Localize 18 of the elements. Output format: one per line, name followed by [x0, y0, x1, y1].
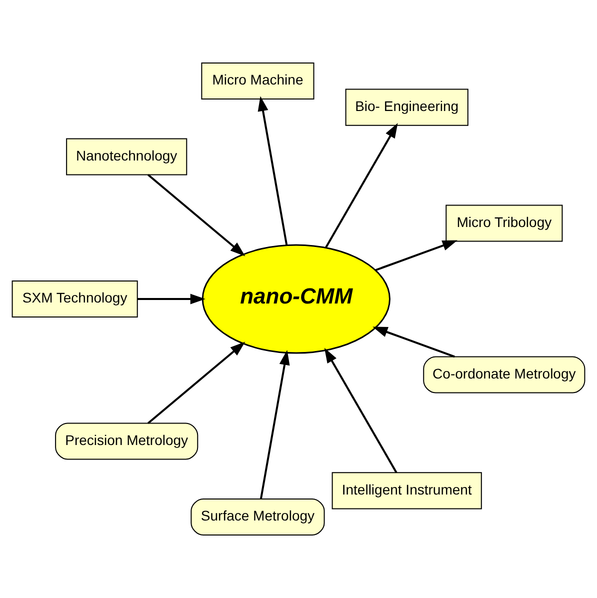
node-box: Surface Metrology — [190, 498, 325, 536]
arrow — [147, 174, 246, 256]
arrow — [372, 326, 455, 358]
node-box: Nanotechnology — [66, 138, 188, 176]
arrow — [258, 96, 288, 246]
node-box: Bio- Engineering — [345, 88, 468, 126]
arrow — [147, 342, 246, 424]
arrow — [375, 240, 458, 272]
node-box: SXM Technology — [12, 280, 138, 318]
arrow — [324, 348, 398, 474]
node-box: Precision Metrology — [55, 422, 198, 460]
arrow — [260, 350, 290, 499]
arrow — [137, 294, 206, 304]
node-box: Micro Tribology — [446, 204, 563, 242]
node-box: Micro Machine — [201, 62, 314, 100]
arrow — [324, 122, 398, 248]
node-box: Co-ordonate Metrology — [423, 356, 586, 394]
node-box: Intelligent Instrument — [332, 472, 482, 510]
